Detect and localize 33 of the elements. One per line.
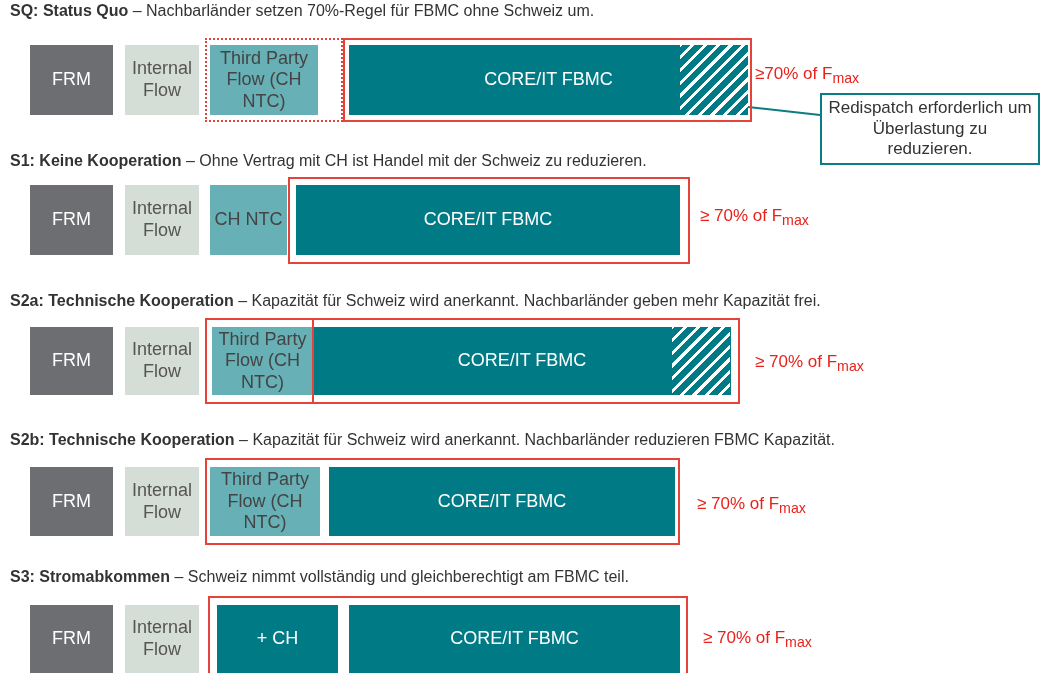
internal-flow-block: Internal Flow — [125, 605, 199, 673]
third-party-block: Third Party Flow (CH NTC) — [210, 45, 318, 115]
internal-flow-block: Internal Flow — [125, 467, 199, 536]
capacity-note: ≥ 70% of F$_{max}$ — [755, 352, 864, 375]
internal-flow-block: Internal Flow — [125, 185, 199, 255]
scenario-heading: S3: Stromabkommen – Schweiz nimmt vollständig und gleichberechtigt am FBMC teil. — [10, 568, 629, 586]
capacity-note: ≥ 70% of F$_{max}$ — [703, 628, 812, 651]
scenario-heading: SQ: Status Quo – Nachbarländer setzen 70%-Regel für FBMC ohne Schweiz um. — [10, 2, 595, 20]
frm-block: FRM — [30, 45, 113, 115]
third-party-block: Third Party Flow (CH NTC) — [210, 467, 320, 536]
scenario-heading: S2b: Technische Kooperation – Kapazität für Schweiz wird anerkannt. Nachbarländer reduzieren FBMC Kapazität. — [10, 431, 835, 449]
frm-block: FRM — [30, 327, 113, 395]
fbmc-block — [349, 45, 748, 115]
third-party-block: Third Party Flow (CH NTC) — [212, 327, 313, 395]
frm-block: FRM — [30, 605, 113, 673]
fbmc-block: CORE/IT FBMC — [329, 467, 675, 536]
frm-block: FRM — [30, 467, 113, 536]
fbmc-block: CORE/IT FBMC — [349, 605, 680, 673]
block-label: CORE/IT FBMC — [484, 69, 613, 91]
capacity-note: ≥ 70% of F$_{max}$ — [700, 206, 809, 229]
scenario-heading: S1: Keine Kooperation – Ohne Vertrag mit CH ist Handel mit der Schweiz zu reduzieren. — [10, 152, 647, 170]
capacity-note: ≥ 70% of F$_{max}$ — [697, 494, 806, 517]
internal-flow-block: Internal Flow — [125, 45, 199, 115]
capacity-note: ≥70% of F$_{max}$ — [755, 64, 860, 87]
fbmc-block: + CH — [217, 605, 338, 673]
fbmc-block: CORE/IT FBMC — [296, 185, 680, 255]
hatched-area — [680, 45, 748, 115]
fbmc-block: CORE/IT FBMC — [313, 327, 731, 395]
frm-block: FRM — [30, 185, 113, 255]
internal-flow-block: Internal Flow — [125, 327, 199, 395]
callout-box: Redispatch erforderlich um Überlastung zu reduzieren. — [820, 93, 1040, 165]
third-party-block: CH NTC — [210, 185, 287, 255]
scenario-heading: S2a: Technische Kooperation – Kapazität für Schweiz wird anerkannt. Nachbarländer geben mehr Kapazität frei. — [10, 292, 821, 310]
